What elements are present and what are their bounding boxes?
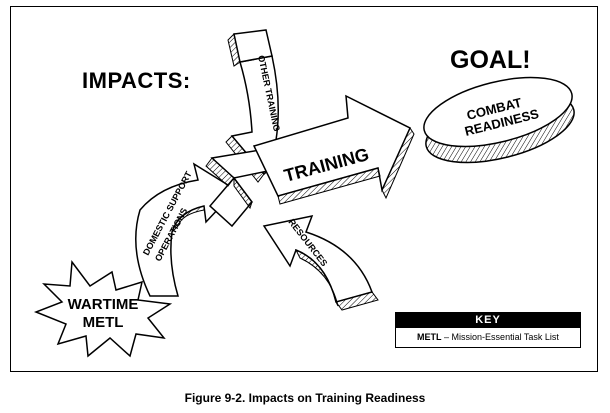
- training-arrow: TRAINING: [252, 94, 415, 205]
- key-entry: METL – Mission-Essential Task List: [396, 328, 580, 347]
- impacts-heading: IMPACTS:: [82, 68, 191, 93]
- key-legend: KEY METL – Mission-Essential Task List: [395, 312, 581, 348]
- wartime-metl-label-line2: METL: [83, 314, 124, 331]
- resources-arrow: RESOURCES: [262, 214, 379, 311]
- combat-readiness-coin: COMBAT READINESS: [423, 76, 575, 164]
- key-title: KEY: [396, 313, 580, 328]
- wartime-metl-starburst: WARTIME METL: [33, 259, 173, 358]
- domestic-support-arrow: DOMESTIC SUPPORT OPERATIONS: [135, 162, 238, 297]
- goal-heading: GOAL!: [450, 46, 531, 74]
- wartime-metl-label-line1: WARTIME: [68, 296, 139, 313]
- key-definition: – Mission-Essential Task List: [441, 332, 559, 342]
- key-abbreviation: METL: [417, 332, 442, 342]
- figure-caption: Figure 9-2. Impacts on Training Readines…: [184, 391, 426, 405]
